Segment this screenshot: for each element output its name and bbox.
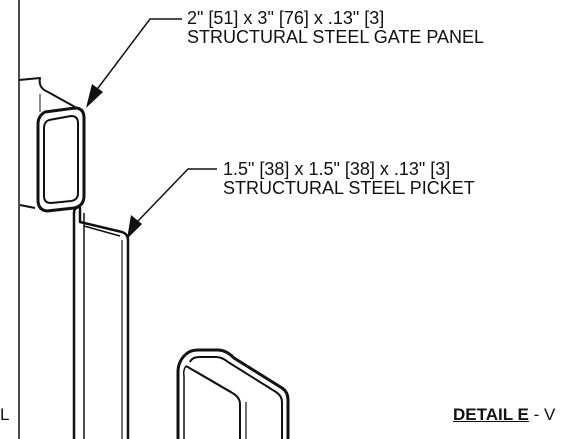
picket-callout-size: 1.5" [38] x 1.5" [38] x .13" [3] <box>223 159 451 179</box>
detail-label: DETAIL E - V <box>453 405 555 425</box>
detail-title: DETAIL E <box>453 405 529 424</box>
gate-panel-callout-size: 2" [51] x 3" [76] x .13" [3] <box>187 8 385 28</box>
gate-panel-tube <box>18 77 86 213</box>
picket-tube <box>72 205 130 439</box>
picket-leader <box>127 168 217 239</box>
gate-panel-leader <box>86 18 182 108</box>
picket-callout-desc: STRUCTURAL STEEL PICKET <box>223 178 475 198</box>
edge-label: L <box>0 405 10 424</box>
gate-panel-callout-desc: STRUCTURAL STEEL GATE PANEL <box>187 27 485 47</box>
lower-picket-tube <box>176 348 290 439</box>
detail-suffix: - V <box>528 405 556 424</box>
